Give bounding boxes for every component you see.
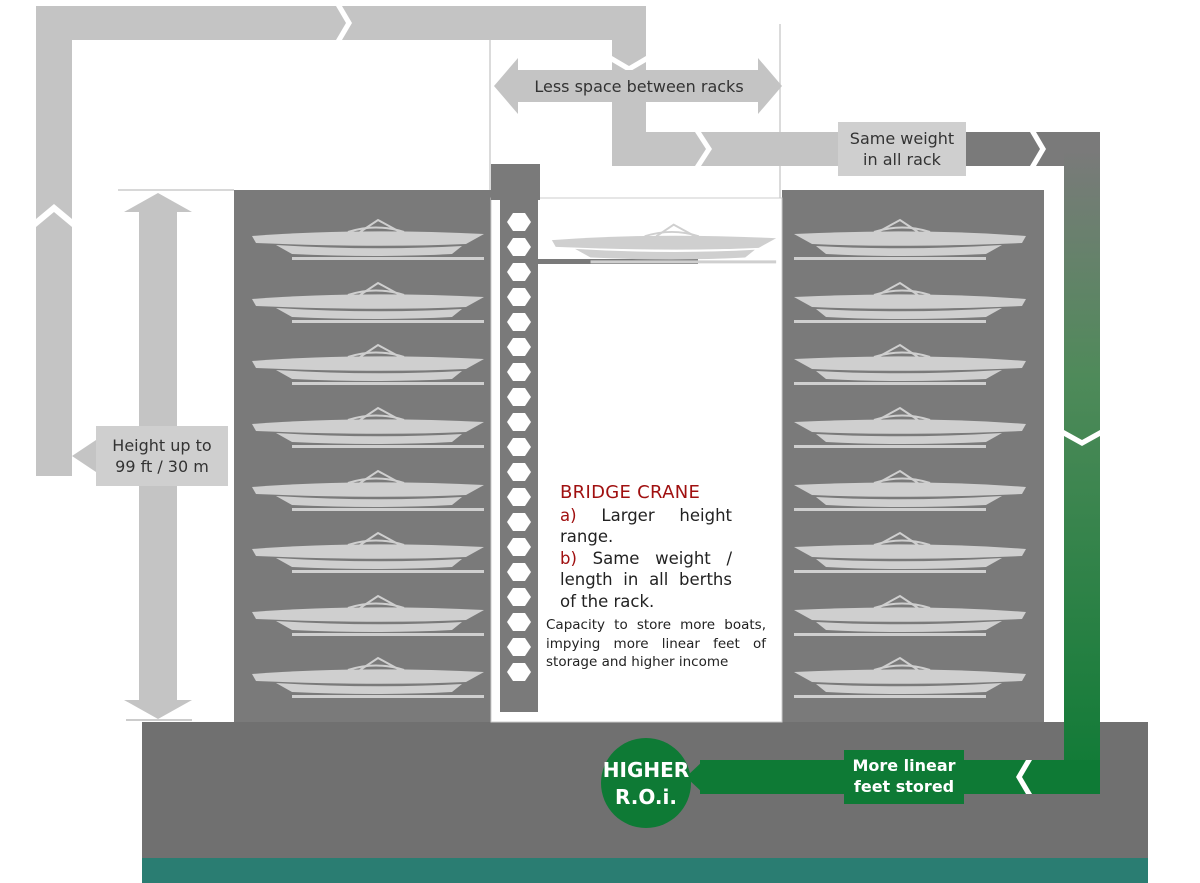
item-a-text: Larger height range. xyxy=(560,505,733,547)
crane-mast-hexagons xyxy=(507,213,531,681)
crane-head xyxy=(491,164,540,200)
bridge-crane-description: BRIDGE CRANE a) Larger height range. b) … xyxy=(560,482,732,612)
crane-item-a: a) Larger height range. xyxy=(560,505,732,548)
gradient-arrow-down xyxy=(1064,150,1100,794)
bridge-crane-title: BRIDGE CRANE xyxy=(560,482,701,503)
capacity-description: Capacity to store more boats, impying mo… xyxy=(546,617,766,670)
height-label: Height up to 99 ft / 30 m xyxy=(96,426,228,486)
same-weight-label: Same weight in all rack xyxy=(838,122,966,176)
higher-roi-label: HIGHER R.O.i. xyxy=(602,758,690,809)
left-rack xyxy=(234,190,491,722)
crane-item-b: b) Same weight / length in all berths of… xyxy=(560,548,732,613)
less-space-label: Less space between racks xyxy=(495,70,783,102)
more-feet-label: More linear feet stored xyxy=(852,756,956,796)
right-rack xyxy=(782,190,1044,722)
less-space-text: Less space between racks xyxy=(534,76,744,96)
less-space-arrow xyxy=(494,58,782,114)
item-b-marker: b) xyxy=(560,548,577,568)
roi-circle xyxy=(601,738,691,828)
item-b-text: Same weight / length in all berths of th… xyxy=(560,548,732,611)
water-band xyxy=(142,858,1148,883)
item-a-marker: a) xyxy=(560,505,577,525)
